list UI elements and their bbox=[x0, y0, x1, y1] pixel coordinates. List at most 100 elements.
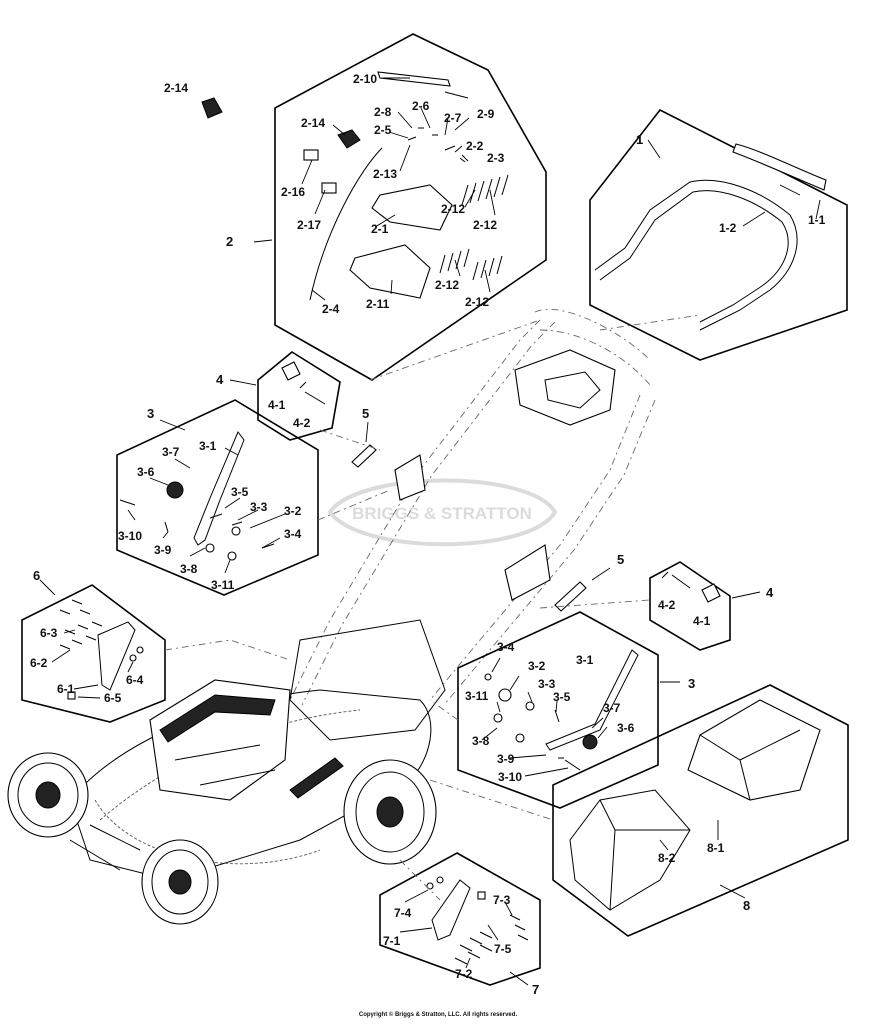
label-3-9-left: 3-9 bbox=[154, 543, 172, 557]
mower-assembly bbox=[7, 308, 656, 925]
watermark-logo: BRIGGS & STRATTON bbox=[327, 478, 558, 547]
label-2-12-a: 2-12 bbox=[441, 202, 465, 216]
label-3-4-right: 3-4 bbox=[497, 640, 515, 654]
label-2-13: 2-13 bbox=[373, 167, 397, 181]
watermark-text: BRIGGS & STRATTON bbox=[352, 504, 532, 523]
group-3-panel-left bbox=[116, 399, 319, 596]
label-2-8: 2-8 bbox=[374, 105, 392, 119]
part-2-10 bbox=[377, 71, 451, 87]
label-6-1: 6-1 bbox=[57, 682, 75, 696]
label-2-16: 2-16 bbox=[281, 185, 305, 199]
label-2-11: 2-11 bbox=[366, 297, 390, 311]
label-7: 7 bbox=[532, 982, 539, 997]
label-6-4: 6-4 bbox=[126, 673, 144, 687]
part-3-1-left bbox=[193, 431, 245, 546]
label-3-8-left: 3-8 bbox=[180, 562, 198, 576]
label-4-right: 4 bbox=[766, 585, 774, 600]
label-7-2: 7-2 bbox=[455, 967, 473, 981]
label-3-right: 3 bbox=[688, 676, 695, 691]
label-3-6-right: 3-6 bbox=[617, 721, 635, 735]
part-8-2 bbox=[569, 789, 691, 911]
label-3-5-right: 3-5 bbox=[553, 690, 571, 704]
group-1-panel bbox=[589, 108, 848, 361]
label-2-1: 2-1 bbox=[371, 222, 389, 236]
part-6-1 bbox=[97, 621, 136, 691]
label-3-left: 3 bbox=[147, 406, 154, 421]
label-2-9: 2-9 bbox=[477, 107, 495, 121]
label-2-14-b: 2-14 bbox=[301, 116, 325, 130]
group-4-panel-right bbox=[649, 561, 761, 651]
label-4-1-upper: 4-1 bbox=[268, 398, 286, 412]
label-7-3: 7-3 bbox=[493, 893, 511, 907]
group-2-panel bbox=[201, 33, 547, 381]
label-3-5-left: 3-5 bbox=[231, 485, 249, 499]
group-4-panel-upper bbox=[229, 351, 341, 441]
label-7-5: 7-5 bbox=[494, 942, 512, 956]
label-6-2: 6-2 bbox=[30, 656, 48, 670]
label-3-10-right: 3-10 bbox=[498, 770, 522, 784]
label-8: 8 bbox=[743, 898, 750, 913]
part-2-1 bbox=[371, 184, 453, 231]
label-4-2-upper: 4-2 bbox=[293, 416, 311, 430]
label-3-9-right: 3-9 bbox=[497, 752, 515, 766]
part-3-1-right bbox=[545, 649, 639, 751]
label-3-7-left: 3-7 bbox=[162, 445, 180, 459]
label-4-2-right: 4-2 bbox=[658, 598, 676, 612]
group-7-panel bbox=[379, 852, 541, 986]
label-3-2-left: 3-2 bbox=[284, 504, 302, 518]
label-5-lower: 5 bbox=[617, 552, 624, 567]
label-2-7: 2-7 bbox=[444, 111, 462, 125]
label-2-4: 2-4 bbox=[322, 302, 340, 316]
label-1: 1 bbox=[636, 132, 643, 147]
label-4-1-right: 4-1 bbox=[693, 614, 711, 628]
label-2-12-b: 2-12 bbox=[473, 218, 497, 232]
part-5-lower bbox=[554, 581, 587, 612]
label-3-7-right: 3-7 bbox=[603, 701, 621, 715]
label-2-12-c: 2-12 bbox=[435, 278, 459, 292]
part-7-1 bbox=[431, 879, 471, 941]
group-3-panel-right bbox=[457, 611, 680, 809]
label-8-2: 8-2 bbox=[658, 851, 676, 865]
label-5-upper: 5 bbox=[362, 406, 369, 421]
label-3-4-left: 3-4 bbox=[284, 527, 302, 541]
label-1-2: 1-2 bbox=[719, 221, 737, 235]
part-labels: 1 1-1 1-2 2 2-1 2-2 2-3 2-4 2-5 2-6 2-7 … bbox=[30, 72, 826, 997]
label-3-1-right: 3-1 bbox=[576, 653, 594, 667]
label-3-1-left: 3-1 bbox=[199, 439, 217, 453]
front-right-wheel bbox=[141, 839, 219, 925]
part-5-upper bbox=[351, 444, 377, 468]
group-8-panel bbox=[552, 684, 849, 937]
label-2-17: 2-17 bbox=[297, 218, 321, 232]
assembly-dash-lines bbox=[164, 314, 701, 901]
label-2-10: 2-10 bbox=[353, 72, 377, 86]
label-3-2-right: 3-2 bbox=[528, 659, 546, 673]
label-3-10-left: 3-10 bbox=[118, 529, 142, 543]
rear-wheel bbox=[343, 759, 437, 865]
label-2-14-a: 2-14 bbox=[164, 81, 188, 95]
part-2-11 bbox=[349, 244, 431, 299]
group-6-panel bbox=[21, 579, 166, 723]
label-3-6-left: 3-6 bbox=[137, 465, 155, 479]
label-3-3-right: 3-3 bbox=[538, 677, 556, 691]
label-6-5: 6-5 bbox=[104, 691, 122, 705]
part-1-1 bbox=[732, 143, 827, 191]
label-2-5: 2-5 bbox=[374, 123, 392, 137]
label-6-3: 6-3 bbox=[40, 626, 58, 640]
label-1-1: 1-1 bbox=[808, 213, 826, 227]
label-3-8-right: 3-8 bbox=[472, 734, 490, 748]
label-3-11-left: 3-11 bbox=[211, 578, 235, 592]
label-3-11-right: 3-11 bbox=[465, 689, 489, 703]
label-2-2: 2-2 bbox=[466, 139, 484, 153]
label-6: 6 bbox=[33, 568, 40, 583]
front-left-wheel bbox=[7, 752, 89, 838]
label-3-3-left: 3-3 bbox=[250, 500, 268, 514]
label-2: 2 bbox=[226, 234, 233, 249]
label-4-upper: 4 bbox=[216, 372, 224, 387]
label-2-3: 2-3 bbox=[487, 151, 505, 165]
part-8-1 bbox=[687, 699, 821, 801]
label-2-6: 2-6 bbox=[412, 99, 430, 113]
label-8-1: 8-1 bbox=[707, 841, 725, 855]
label-7-1: 7-1 bbox=[383, 934, 401, 948]
label-7-4: 7-4 bbox=[394, 906, 412, 920]
copyright-notice: Copyright © Briggs & Stratton, LLC. All … bbox=[358, 1012, 518, 1018]
